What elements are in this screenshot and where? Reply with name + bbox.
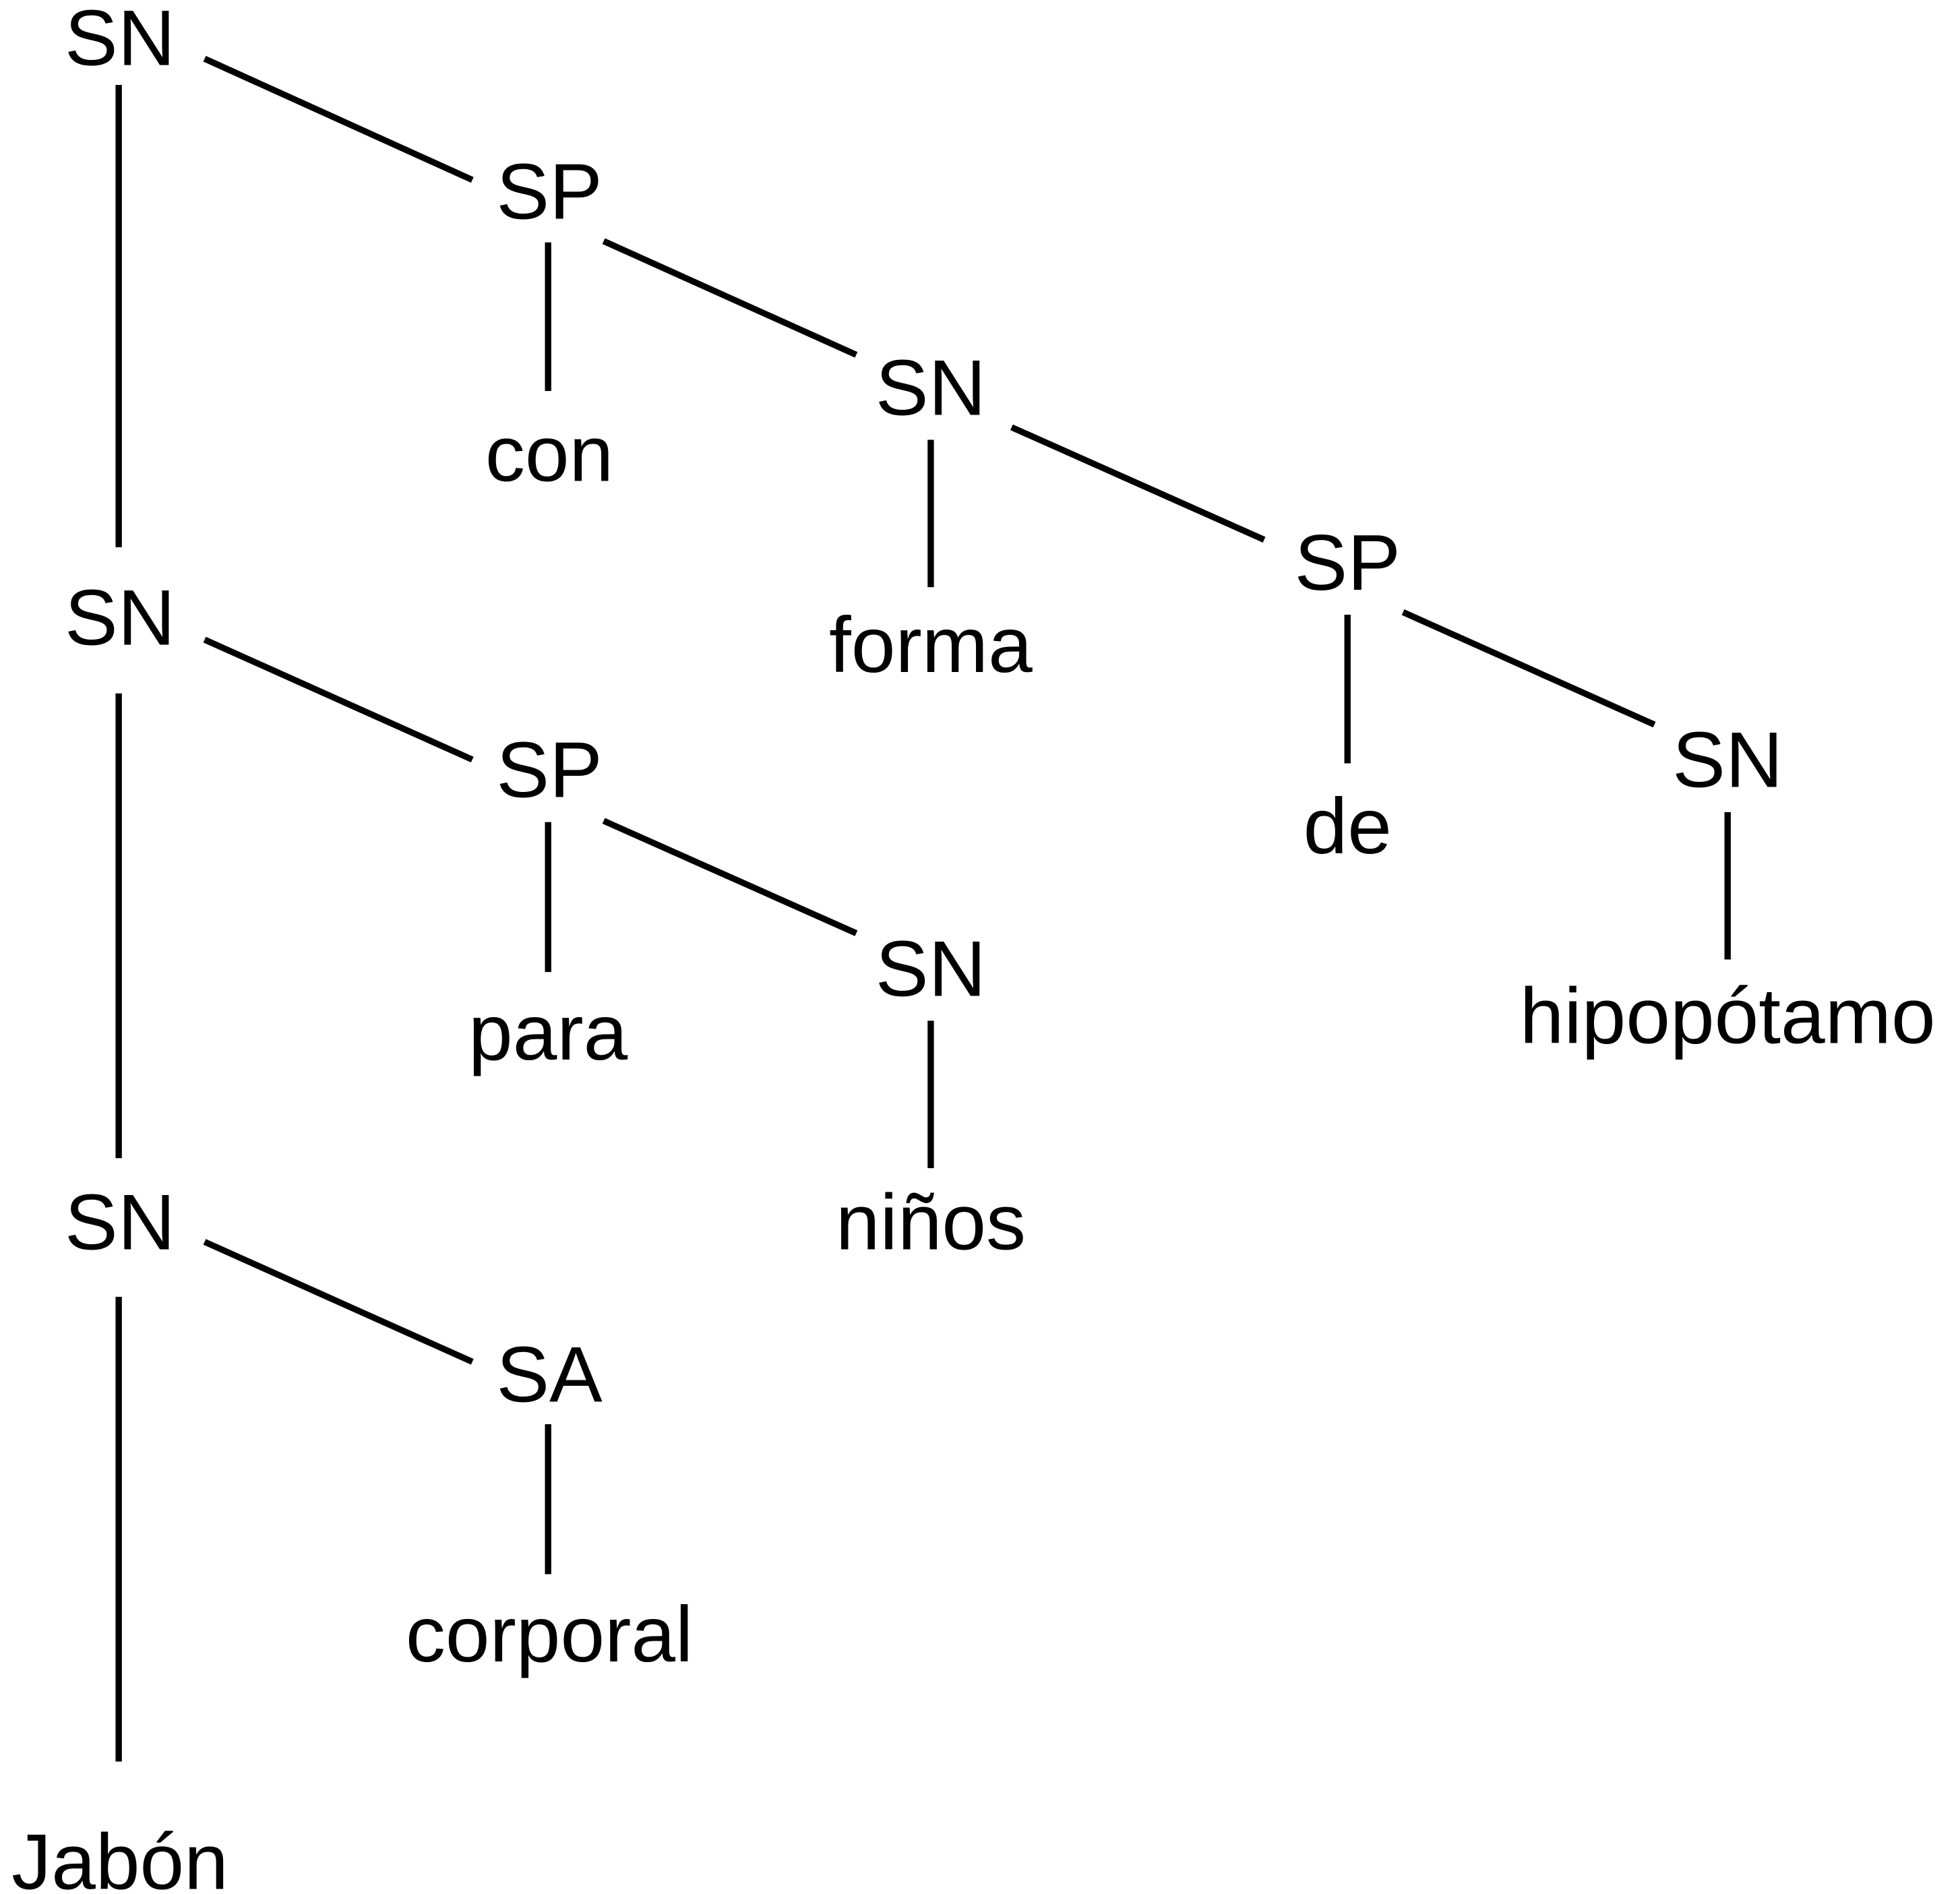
tree-node-n2: con — [485, 410, 613, 497]
tree-node-n8: hipopótamo — [1520, 972, 1936, 1060]
tree-node-n16: corporal — [406, 1591, 693, 1678]
tree-node-n7: SN — [1672, 716, 1783, 803]
tree-node-n17: Jabón — [11, 1818, 228, 1894]
tree-edge-n1-n3 — [602, 238, 858, 358]
tree-node-n5: SP — [1295, 518, 1401, 606]
tree-edge-n9-n10 — [203, 636, 474, 763]
tree-edge-n10-n12 — [602, 818, 858, 936]
tree-edge-n0-n1 — [203, 55, 474, 183]
tree-edge-n14-n15 — [203, 1239, 474, 1365]
tree-edge-n5-n7 — [1401, 609, 1656, 728]
tree-node-n12: SN — [876, 925, 986, 1012]
tree-node-n13: niños — [836, 1178, 1026, 1266]
tree-node-n1: SP — [496, 148, 602, 235]
tree-node-n0: SN — [65, 0, 175, 82]
tree-node-n15: SA — [496, 1331, 603, 1418]
tree-edge-n3-n5 — [1010, 424, 1266, 543]
tree-node-n10: SP — [496, 726, 602, 814]
tree-node-n3: SN — [876, 344, 986, 431]
tree-node-n4: forma — [829, 601, 1033, 689]
tree-node-n14: SN — [65, 1178, 175, 1266]
tree-node-n6: de — [1304, 783, 1392, 870]
tree-node-n11: para — [468, 988, 628, 1076]
tree-node-n9: SN — [65, 574, 175, 661]
